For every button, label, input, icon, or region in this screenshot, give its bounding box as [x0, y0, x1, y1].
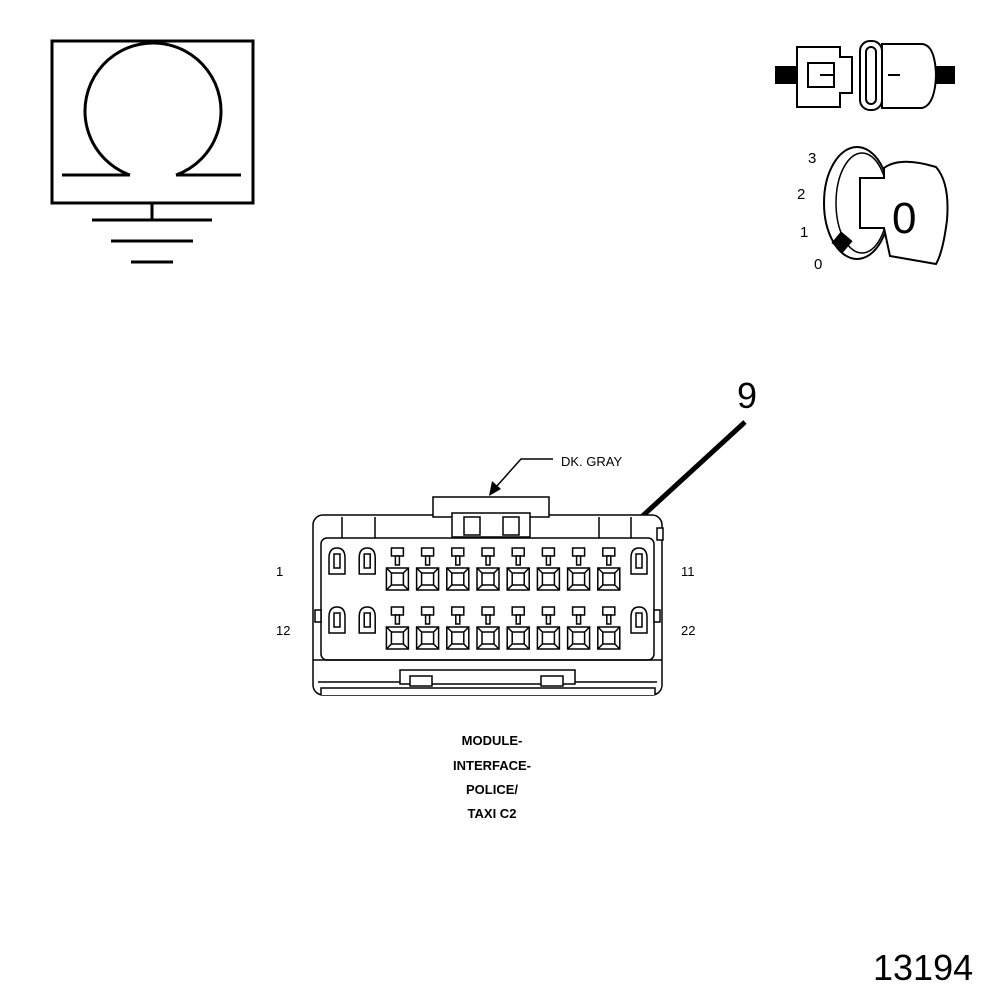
figure-number: 13194	[873, 947, 973, 988]
pin-label-1: 1	[276, 564, 283, 579]
connector-name-line-2: INTERFACE-	[453, 758, 531, 773]
cavity-20	[566, 606, 591, 650]
connector-body	[312, 496, 664, 696]
cavity-11	[630, 547, 648, 575]
cavity-3	[385, 547, 410, 591]
cavity-4	[415, 547, 440, 591]
pin-label-11: 11	[681, 564, 695, 579]
cavity-14	[385, 606, 410, 650]
cavity-22	[630, 606, 648, 634]
ignition-switch-icon	[823, 146, 949, 266]
ignition-key-position-label: 0	[892, 194, 916, 243]
connector-name-line-4: TAXI C2	[468, 806, 517, 821]
cavity-1	[328, 547, 346, 575]
cavity-17	[476, 606, 500, 650]
cavity-16	[446, 606, 470, 650]
ignition-position-0: 0	[814, 256, 822, 273]
pin-grid	[328, 547, 648, 650]
color-label-leader	[489, 458, 553, 496]
cavity-15	[415, 606, 440, 650]
cavity-6	[476, 547, 500, 591]
cavity-10	[597, 547, 621, 591]
connector-name-line-3: POLICE/	[466, 782, 518, 797]
ignition-position-2: 2	[797, 186, 805, 203]
cavity-9	[566, 547, 591, 591]
ohmmeter-ground-icon	[50, 39, 255, 264]
cavity-18	[506, 606, 530, 650]
pin-label-12: 12	[276, 623, 290, 638]
cavity-21	[597, 606, 621, 650]
cavity-13	[358, 606, 376, 634]
cavity-8	[536, 547, 561, 591]
connector-color-label: DK. GRAY	[561, 454, 622, 469]
ignition-position-1: 1	[800, 224, 808, 241]
connector-name-line-1: MODULE-	[462, 733, 523, 748]
cavity-2	[358, 547, 376, 575]
cavity-19	[536, 606, 561, 650]
cavity-12	[328, 606, 346, 634]
ignition-position-3: 3	[808, 150, 816, 167]
pin-label-22: 22	[681, 623, 695, 638]
cavity-7	[506, 547, 530, 591]
cavity-5	[446, 547, 470, 591]
disconnect-connector-icon	[775, 40, 955, 111]
callout-pin-number: 9	[737, 375, 757, 416]
